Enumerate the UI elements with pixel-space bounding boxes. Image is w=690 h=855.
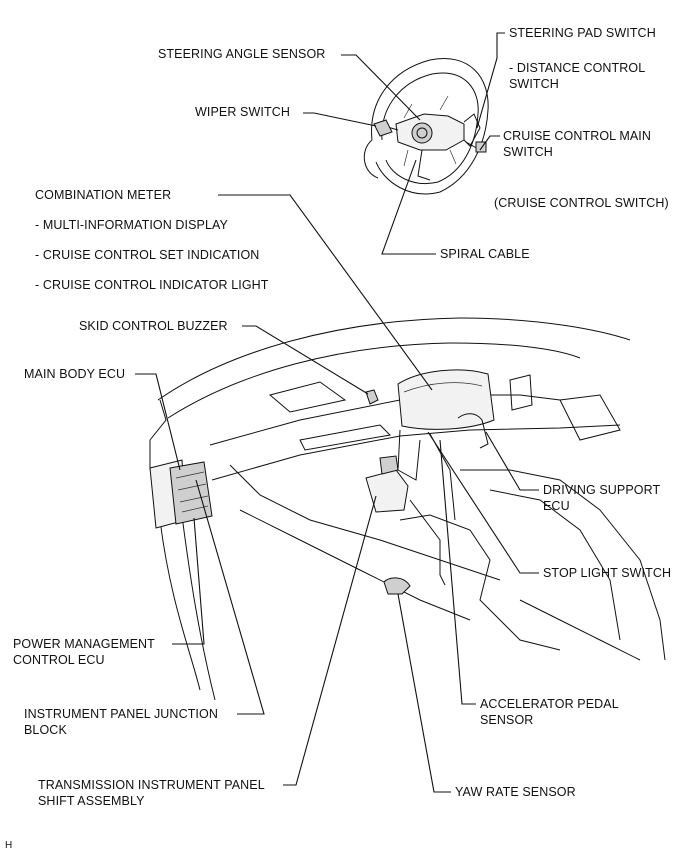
corner-mark: H: [5, 840, 13, 851]
label-accel-pedal-sensor-2: SENSOR: [480, 713, 534, 727]
label-cruise-main-switch-2: SWITCH: [503, 145, 553, 159]
label-driving-support-ecu-2: ECU: [543, 499, 570, 513]
label-ip-junction-block-1: INSTRUMENT PANEL JUNCTION: [24, 707, 218, 721]
label-wiper-switch: WIPER SWITCH: [195, 105, 290, 119]
label-main-body-ecu: MAIN BODY ECU: [24, 367, 126, 381]
label-power-mgmt-ecu-1: POWER MANAGEMENT: [13, 637, 155, 651]
label-yaw-rate-sensor: YAW RATE SENSOR: [455, 785, 576, 799]
label-ip-junction-block-2: BLOCK: [24, 723, 67, 737]
label-cruise-control-switch: (CRUISE CONTROL SWITCH): [494, 196, 669, 210]
label-driving-support-ecu-1: DRIVING SUPPORT: [543, 483, 661, 497]
label-spiral-cable: SPIRAL CABLE: [440, 247, 530, 261]
label-power-mgmt-ecu-2: CONTROL ECU: [13, 653, 105, 667]
label-accel-pedal-sensor-1: ACCELERATOR PEDAL: [480, 697, 619, 711]
label-trans-shift-assy-2: SHIFT ASSEMBLY: [38, 794, 145, 808]
label-distance-control-switch-2: SWITCH: [509, 77, 559, 91]
steering-wheel-illustration: [363, 58, 489, 195]
label-trans-shift-assy-1: TRANSMISSION INSTRUMENT PANEL: [38, 778, 265, 792]
label-steering-angle-sensor: STEERING ANGLE SENSOR: [158, 47, 326, 61]
label-combination-meter: COMBINATION METER: [35, 188, 172, 202]
label-cruise-indicator-light: - CRUISE CONTROL INDICATOR LIGHT: [35, 278, 269, 292]
label-cruise-main-switch-1: CRUISE CONTROL MAIN: [503, 129, 651, 143]
label-stop-light-switch: STOP LIGHT SWITCH: [543, 566, 672, 580]
label-steering-pad-switch: STEERING PAD SWITCH: [509, 26, 656, 40]
label-multi-info-display: - MULTI-INFORMATION DISPLAY: [35, 218, 228, 232]
leader-lines: [135, 32, 539, 793]
label-distance-control-switch-1: - DISTANCE CONTROL: [509, 61, 646, 75]
dashboard-illustration: [149, 317, 666, 701]
label-cruise-set-indication: - CRUISE CONTROL SET INDICATION: [35, 248, 260, 262]
label-skid-control-buzzer: SKID CONTROL BUZZER: [79, 319, 228, 333]
